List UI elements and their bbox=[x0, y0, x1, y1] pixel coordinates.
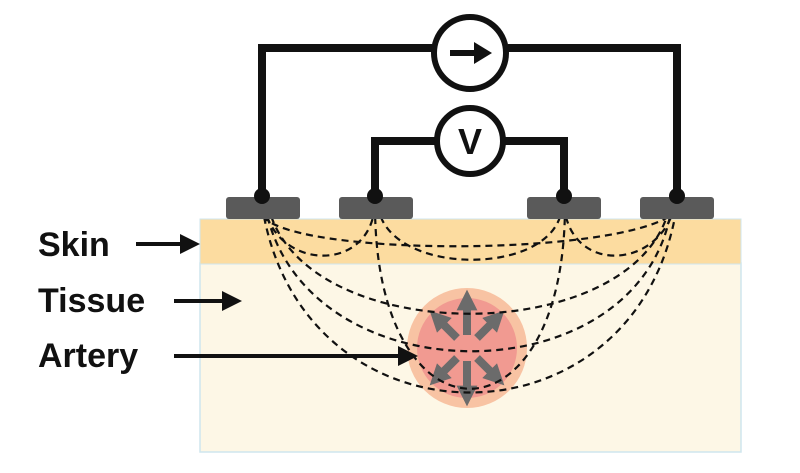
electrode-1 bbox=[226, 197, 300, 219]
voltmeter-symbol: V bbox=[458, 121, 482, 162]
contact-1 bbox=[254, 188, 270, 204]
contact-4 bbox=[669, 188, 685, 204]
voltmeter bbox=[434, 105, 506, 177]
outer-wire bbox=[258, 44, 432, 193]
current-source-circuit bbox=[258, 14, 681, 193]
skin-layer bbox=[199, 218, 742, 265]
electrode-3 bbox=[527, 197, 601, 219]
electrode-4 bbox=[640, 197, 714, 219]
inner-wire-left bbox=[371, 137, 437, 193]
artery-label: Artery bbox=[38, 337, 138, 375]
artery bbox=[407, 288, 527, 408]
voltmeter-circuit: V bbox=[371, 105, 568, 193]
right-arrow-icon bbox=[450, 42, 492, 64]
skin-label: Skin bbox=[38, 226, 110, 264]
expansion-arrows-icon bbox=[429, 289, 505, 407]
contact-2 bbox=[367, 188, 383, 204]
electrode-2 bbox=[339, 197, 413, 219]
field-lines bbox=[258, 204, 682, 394]
tissue-label: Tissue bbox=[38, 282, 145, 320]
electrodes bbox=[226, 197, 714, 219]
outer-wire-right bbox=[508, 44, 681, 193]
inner-wire-right bbox=[504, 137, 568, 193]
contact-3 bbox=[556, 188, 572, 204]
electrode-contacts bbox=[254, 188, 685, 204]
